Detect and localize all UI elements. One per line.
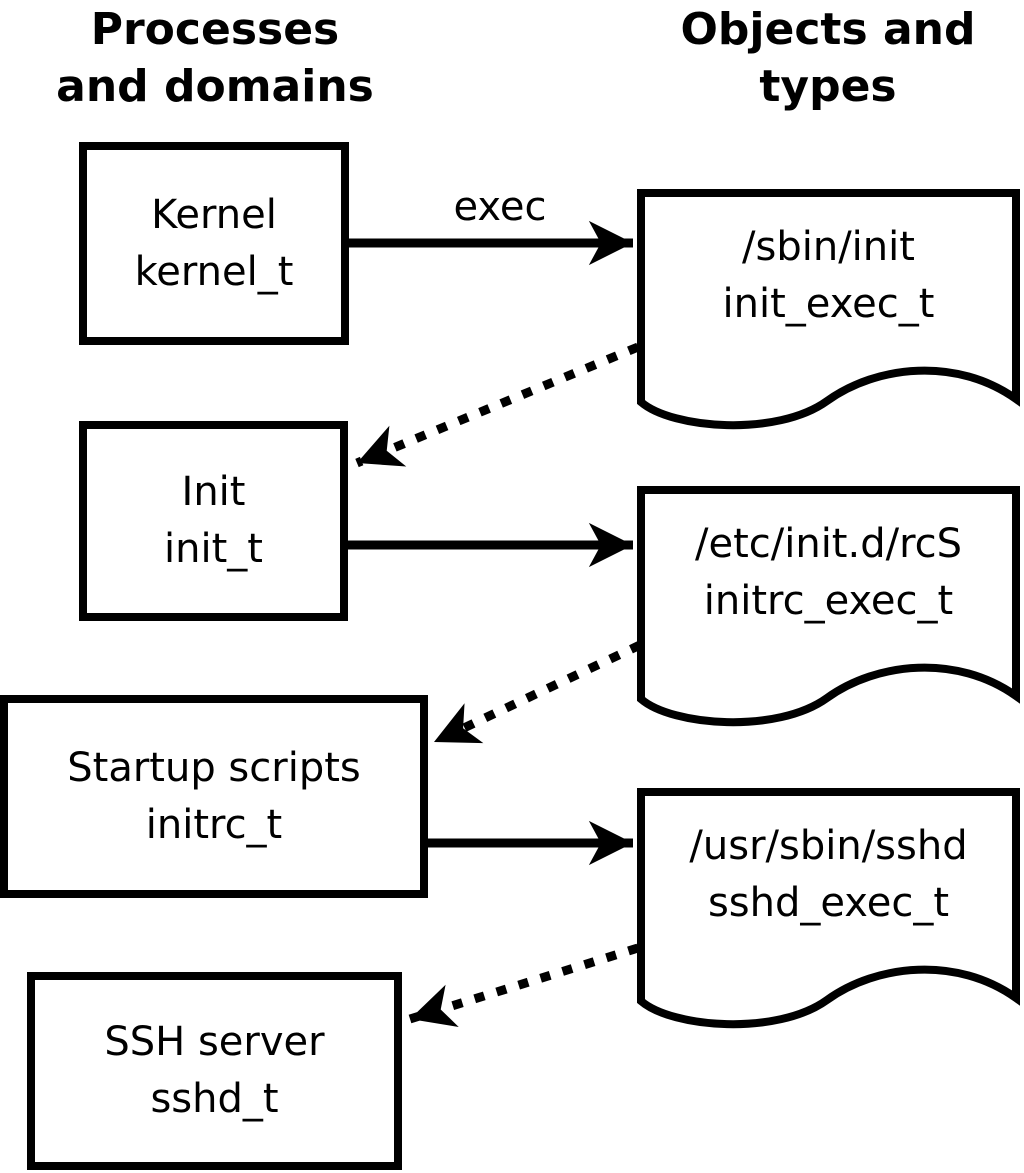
process-domain-type: init_t (164, 526, 263, 572)
process-domain-type: sshd_t (150, 1076, 279, 1122)
transition-arrow-initrc-exec-to-initrc (432, 640, 642, 747)
process-name: Startup scripts (67, 744, 361, 791)
object-doc-sbin-init: /sbin/init init_exec_t (637, 189, 1024, 439)
exec-arrow-label: exec (453, 184, 547, 230)
process-name: Init (181, 469, 246, 515)
transition-arrow-init-exec-to-init (355, 342, 640, 468)
header-line: Objects and (680, 4, 976, 55)
header-line: Processes (90, 4, 340, 55)
object-type: initrc_exec_t (703, 578, 954, 624)
process-box-startup-scripts: Startup scripts initrc_t (0, 695, 428, 898)
process-domain-type: kernel_t (134, 248, 294, 295)
header-line: types (759, 61, 897, 112)
document-shape-icon (637, 788, 1020, 1029)
process-box-init: Init init_t (79, 421, 348, 621)
process-box-ssh-server: SSH server sshd_t (27, 972, 402, 1170)
object-doc-etc-initd-rcs: /etc/init.d/rcS initrc_exec_t (637, 486, 1024, 736)
object-path: /etc/init.d/rcS (694, 521, 963, 567)
column-header-objects: Objects and types (632, 1, 1024, 115)
object-type: sshd_exec_t (707, 880, 950, 926)
column-header-processes: Processes and domains (25, 1, 405, 115)
object-type: init_exec_t (722, 281, 935, 327)
header-line: and domains (56, 61, 374, 112)
document-shape-icon (637, 189, 1020, 430)
process-domain-type: initrc_t (145, 801, 283, 848)
object-path: /usr/sbin/sshd (689, 823, 968, 869)
transition-arrow-sshd-exec-to-sshd (408, 943, 640, 1027)
process-box-kernel: Kernel kernel_t (79, 142, 349, 345)
object-doc-usr-sbin-sshd: /usr/sbin/sshd sshd_exec_t (637, 788, 1024, 1038)
document-shape-icon (637, 486, 1020, 727)
object-path: /sbin/init (742, 224, 915, 270)
process-name: Kernel (151, 191, 277, 238)
process-name: SSH server (104, 1019, 325, 1065)
